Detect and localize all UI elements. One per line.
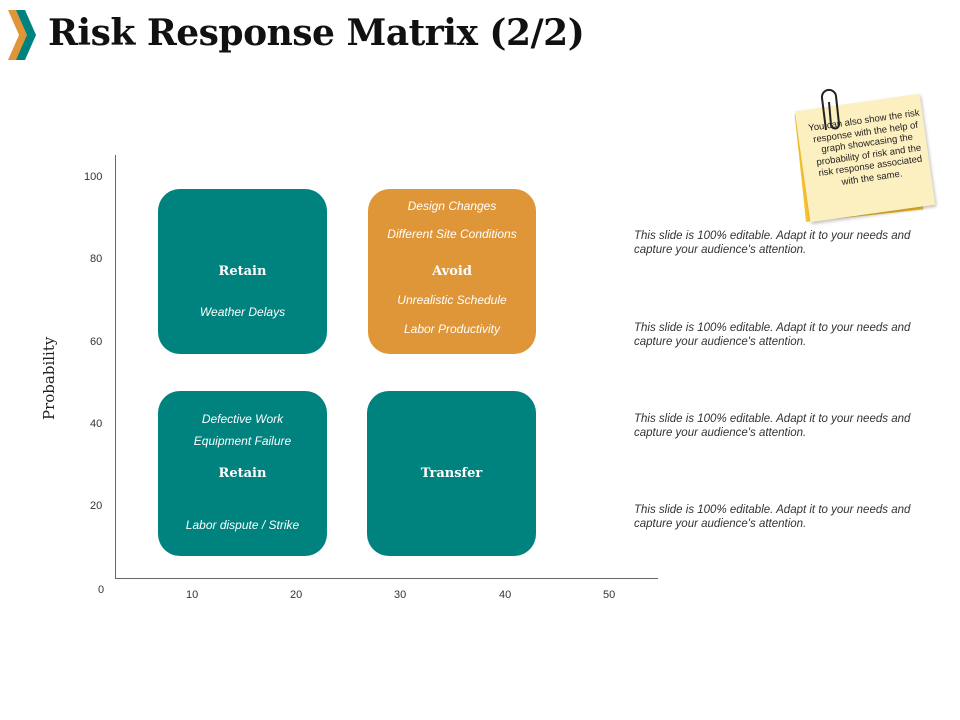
risk-item: Weather Delays [199, 305, 286, 319]
x-tick: 20 [290, 589, 303, 601]
y-tick: 20 [90, 500, 103, 512]
x-axis [115, 578, 658, 579]
paperclip-icon [820, 88, 840, 131]
y-tick: 60 [90, 336, 103, 348]
y-tick: 40 [90, 418, 103, 430]
quadrant-title: Avoid [432, 264, 472, 279]
y-tick: 0 [98, 584, 105, 596]
page-title: Risk Response Matrix (2/2) [48, 12, 585, 54]
chevron-logo-icon [8, 10, 36, 60]
quadrant-title: Transfer [420, 466, 483, 481]
quadrant-retain-low: Defective Work Equipment Failure Retain … [158, 391, 327, 556]
risk-item: Labor Productivity [403, 322, 501, 336]
risk-item: Design Changes [407, 199, 497, 213]
note-text: This slide is 100% editable. Adapt it to… [634, 230, 911, 256]
y-axis [115, 155, 116, 579]
risk-item: Unrealistic Schedule [397, 293, 507, 307]
quadrant-avoid: Design Changes Different Site Conditions… [368, 189, 536, 354]
note-text: This slide is 100% editable. Adapt it to… [634, 504, 911, 530]
x-tick: 40 [499, 589, 512, 601]
quadrant-title: Retain [218, 264, 267, 279]
risk-item: Different Site Conditions [387, 227, 517, 241]
note-text: This slide is 100% editable. Adapt it to… [634, 413, 911, 439]
x-tick: 30 [394, 589, 407, 601]
quadrant-transfer: Transfer [367, 391, 536, 556]
y-axis-label: Probability [40, 336, 58, 420]
y-tick: 80 [90, 253, 103, 265]
risk-item: Equipment Failure [193, 434, 292, 448]
risk-item: Defective Work [201, 412, 284, 426]
quadrant-retain-high: Retain Weather Delays [158, 189, 327, 354]
risk-item: Labor dispute / Strike [185, 518, 300, 532]
note-text: This slide is 100% editable. Adapt it to… [634, 322, 911, 348]
y-tick: 100 [84, 171, 103, 183]
x-tick: 50 [603, 589, 616, 601]
quadrant-title: Retain [218, 466, 267, 481]
x-tick: 10 [186, 589, 199, 601]
